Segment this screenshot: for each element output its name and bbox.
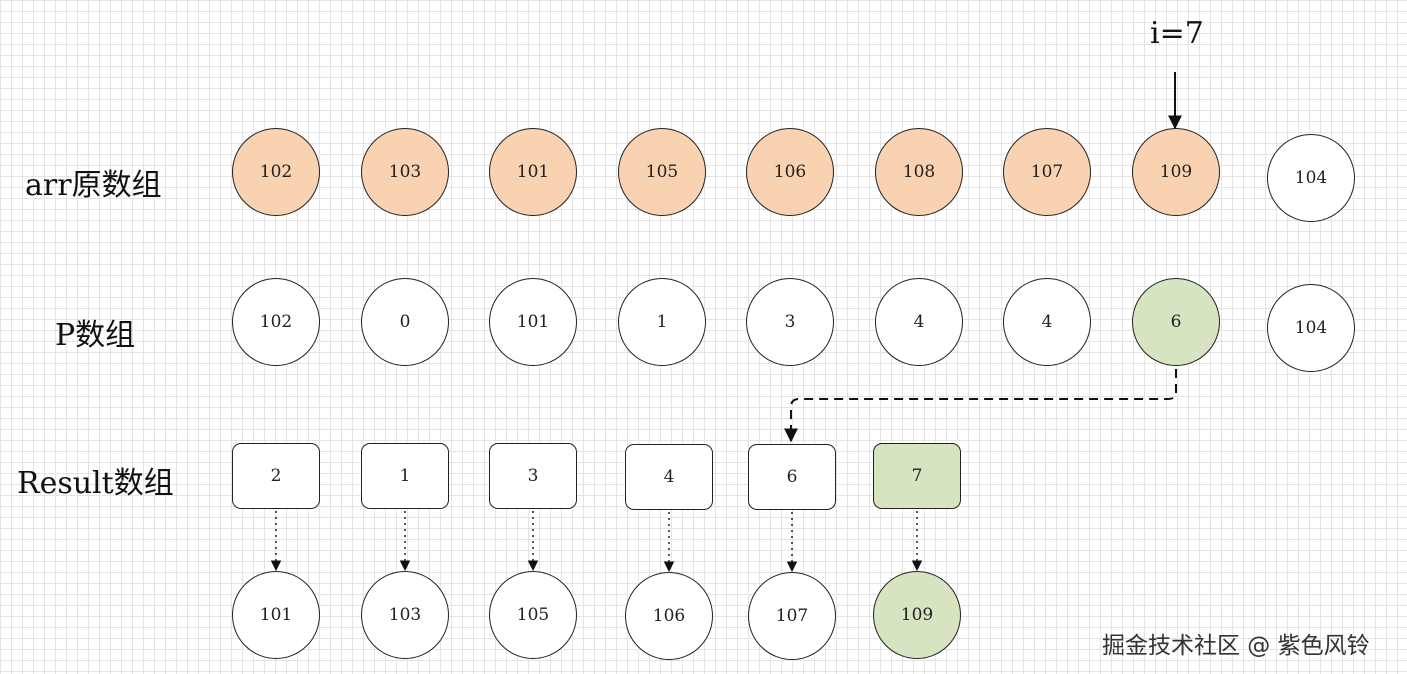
- p-node: 4: [1003, 278, 1091, 366]
- result-value-node: 107: [748, 572, 836, 660]
- watermark: 掘金技术社区 @ 紫色风铃: [1102, 633, 1370, 659]
- arr-node: 103: [361, 128, 449, 216]
- p-node: 1: [618, 278, 706, 366]
- arr-node: 102: [232, 128, 320, 216]
- result-value-node: 105: [489, 571, 577, 659]
- result-index-box: 6: [748, 444, 836, 510]
- p-node: 104: [1267, 284, 1355, 372]
- arr-node: 108: [875, 128, 963, 216]
- result-index-box: 1: [361, 443, 449, 509]
- arr-node: 101: [489, 128, 577, 216]
- result-index-box: 4: [625, 444, 713, 510]
- arr-node: 109: [1132, 128, 1220, 216]
- p-node: 4: [875, 278, 963, 366]
- row-label-p: P数组: [55, 318, 136, 353]
- arr-node: 106: [746, 128, 834, 216]
- result-index-box: 3: [489, 443, 577, 509]
- arr-node: 105: [618, 128, 706, 216]
- pointer-label: i=7: [1150, 16, 1204, 51]
- p-node: 101: [489, 278, 577, 366]
- p-node: 6: [1132, 278, 1220, 366]
- result-index-box: 2: [232, 443, 320, 509]
- predecessor-link-arrow: [784, 369, 1177, 443]
- p-node: 3: [746, 278, 834, 366]
- row-label-arr: arr原数组: [25, 168, 162, 203]
- result-value-node: 101: [232, 571, 320, 659]
- arr-node: 107: [1003, 128, 1091, 216]
- result-value-node: 106: [625, 572, 713, 660]
- row-label-result: Result数组: [17, 466, 174, 501]
- p-node: 0: [361, 278, 449, 366]
- p-node: 102: [232, 278, 320, 366]
- result-value-node: 103: [361, 571, 449, 659]
- arr-node: 104: [1267, 134, 1355, 222]
- result-index-box: 7: [873, 443, 961, 509]
- result-value-node: 109: [873, 571, 961, 659]
